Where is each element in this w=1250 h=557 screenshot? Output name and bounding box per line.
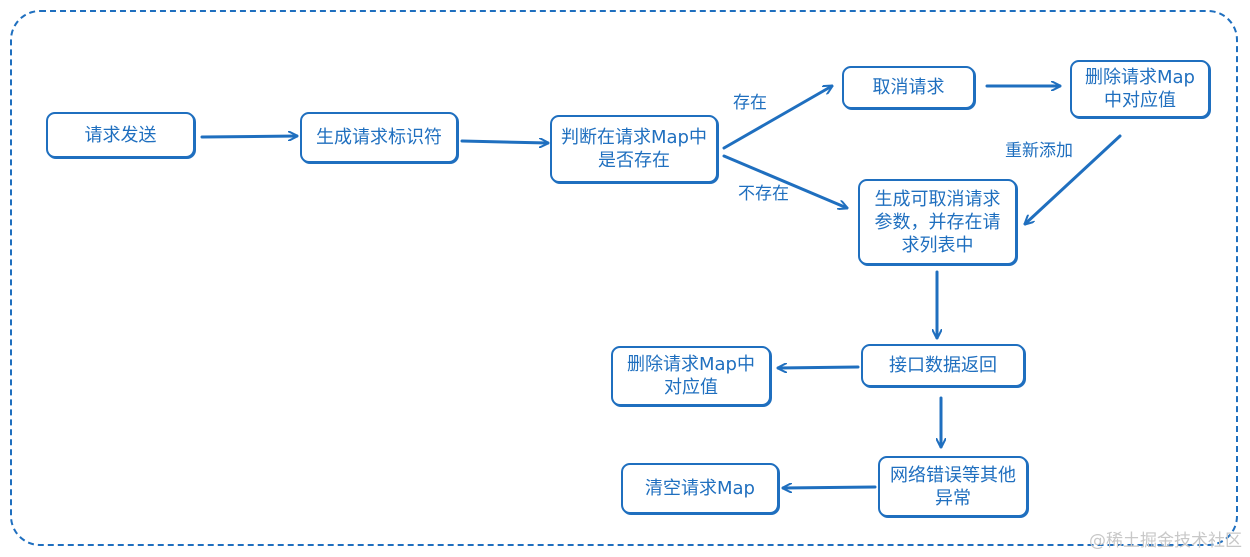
- node-generate-request-id: 生成请求标识符: [300, 112, 458, 163]
- node-cancel-request: 取消请求: [842, 66, 975, 109]
- node-generate-cancel-params: 生成可取消请求参数，并存在请求列表中: [858, 179, 1017, 265]
- node-network-error: 网络错误等其他异常: [878, 456, 1028, 517]
- node-delete-map-value-top: 删除请求Map中对应值: [1070, 60, 1210, 118]
- arrow-genid-to-check: [460, 141, 550, 143]
- node-delete-map-value-mid: 删除请求Map中对应值: [611, 346, 771, 406]
- diagram-frame: [10, 10, 1238, 546]
- arrow-response-to-delete: [776, 367, 860, 368]
- arrow-delete-to-gencancel: [1025, 134, 1122, 224]
- arrow-check-to-cancel: [722, 86, 832, 150]
- node-check-in-map: 判断在请求Map中是否存在: [550, 115, 718, 183]
- watermark: @稀土掘金技术社区: [1089, 531, 1242, 551]
- edge-label-not-exists: 不存在: [738, 184, 789, 204]
- edge-label-exists: 存在: [733, 93, 767, 113]
- arrow-send-to-genid: [200, 136, 299, 137]
- node-request-send: 请求发送: [46, 112, 195, 158]
- node-clear-map: 清空请求Map: [621, 463, 779, 514]
- edge-label-re-add: 重新添加: [1005, 141, 1073, 161]
- arrow-check-to-gencancel: [722, 154, 847, 208]
- node-api-response: 接口数据返回: [861, 344, 1025, 387]
- arrow-error-to-clear: [781, 487, 877, 488]
